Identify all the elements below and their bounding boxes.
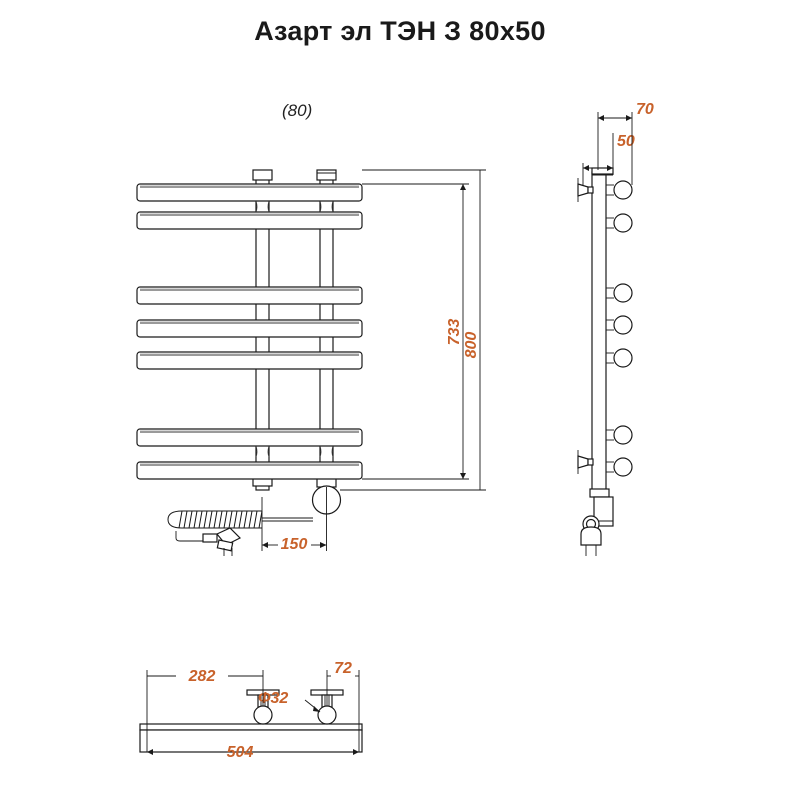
rail-1 bbox=[136, 183, 363, 202]
post-left-cap bbox=[252, 169, 273, 181]
page-title: Азарт эл ТЭН З 80x50 bbox=[254, 16, 546, 46]
label-150: 150 bbox=[281, 536, 308, 553]
front-rails bbox=[136, 183, 363, 480]
dimension-70: 70 bbox=[597, 101, 654, 185]
side-rail-end-4 bbox=[606, 315, 633, 335]
rail-7 bbox=[136, 461, 363, 480]
label-733: 733 bbox=[446, 319, 463, 346]
dimension-50: 50 bbox=[582, 133, 635, 186]
dimension-72: 72 bbox=[326, 660, 360, 752]
side-rail-ends bbox=[606, 180, 633, 477]
side-post-profile bbox=[591, 171, 607, 493]
wall-bracket-lower bbox=[577, 450, 594, 474]
post-rail-fillets bbox=[255, 200, 334, 458]
side-power-plug bbox=[580, 515, 602, 556]
rail-6 bbox=[136, 428, 363, 447]
label-depth-80: (80) bbox=[282, 101, 312, 120]
post-right-cap bbox=[316, 169, 337, 181]
side-rail-end-2 bbox=[606, 213, 633, 233]
rail-3 bbox=[136, 286, 363, 305]
dimension-733: 733 bbox=[362, 183, 469, 480]
side-rail-end-3 bbox=[606, 283, 633, 303]
dimension-800: 800 bbox=[340, 169, 486, 491]
plan-body-band-bottom bbox=[139, 729, 363, 753]
heating-element-node bbox=[311, 485, 342, 515]
label-70: 70 bbox=[636, 101, 654, 118]
side-rail-end-5 bbox=[606, 348, 633, 368]
side-terminal-box bbox=[589, 488, 614, 527]
front-view: (80) 733 800 bbox=[136, 101, 486, 556]
side-view: 50 70 bbox=[577, 101, 654, 556]
side-rail-end-6 bbox=[606, 425, 633, 445]
plan-view: Ф32 282 72 bbox=[139, 660, 363, 761]
dimension-504: 504 bbox=[147, 744, 359, 761]
plan-body-band-top bbox=[139, 723, 363, 731]
power-cable-assembly bbox=[167, 510, 313, 556]
dimension-d32: Ф32 bbox=[258, 690, 321, 713]
side-rail-end-7 bbox=[606, 457, 633, 477]
label-50: 50 bbox=[617, 133, 635, 150]
rail-5 bbox=[136, 351, 363, 370]
dimension-150: 150 bbox=[261, 497, 327, 553]
side-rail-end-1 bbox=[606, 180, 633, 200]
power-plug bbox=[202, 527, 242, 556]
dimension-282: 282 bbox=[146, 668, 264, 752]
rail-2 bbox=[136, 211, 363, 230]
label-d32: Ф32 bbox=[258, 690, 288, 707]
wall-bracket-upper bbox=[577, 178, 594, 202]
rail-4 bbox=[136, 319, 363, 338]
label-504: 504 bbox=[227, 744, 254, 761]
label-800: 800 bbox=[463, 332, 480, 359]
cable-coil-turns bbox=[178, 510, 263, 529]
label-282: 282 bbox=[188, 668, 216, 685]
label-72: 72 bbox=[334, 660, 352, 677]
